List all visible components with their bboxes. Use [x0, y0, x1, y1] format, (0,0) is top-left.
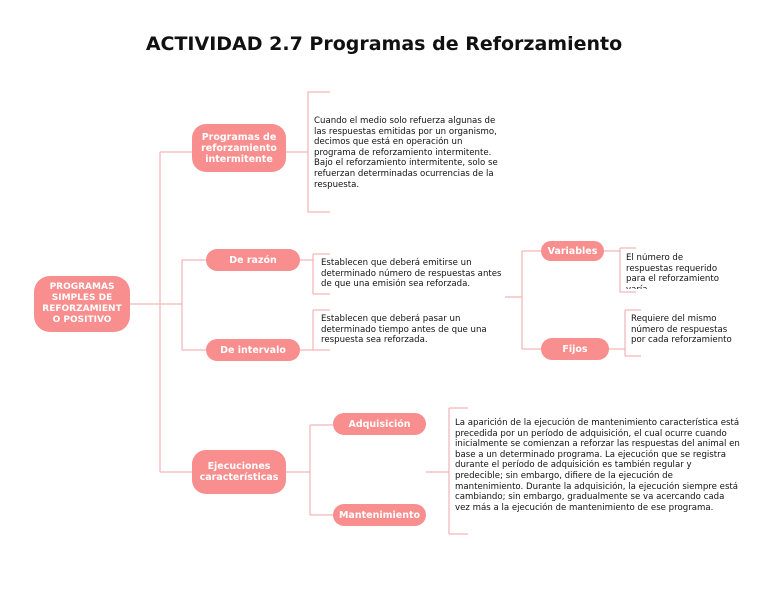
node-adquisicion: Adquisición	[333, 413, 426, 435]
text-intermitente: Cuando el medio solo refuerza algunas de…	[314, 116, 498, 190]
text-variables: El número de respuestas requerido para e…	[626, 253, 720, 289]
node-variables: Variables	[541, 241, 604, 261]
text-intervalo: Establecen que deberá pasar un determina…	[321, 314, 487, 346]
node-fijos: Fijos	[541, 338, 609, 360]
node-ejecuciones: Ejecuciones características	[192, 450, 286, 494]
text-fijos: Requiere del mismo número de respuestas …	[631, 314, 732, 346]
node-razon: De razón	[206, 249, 300, 271]
node-intermitente: Programas de reforzamiento intermitente	[192, 124, 286, 172]
node-mantenimiento: Mantenimiento	[333, 504, 426, 526]
root-node: PROGRAMAS SIMPLES DE REFORZAMIENT O POSI…	[34, 276, 130, 332]
page-title: ACTIVIDAD 2.7 Programas de Reforzamiento	[145, 33, 623, 55]
text-ejecuciones: La aparición de la ejecución de mantenim…	[455, 418, 740, 513]
text-razon: Establecen que deberá emitirse un determ…	[321, 258, 502, 290]
node-intervalo: De intervalo	[206, 339, 300, 361]
